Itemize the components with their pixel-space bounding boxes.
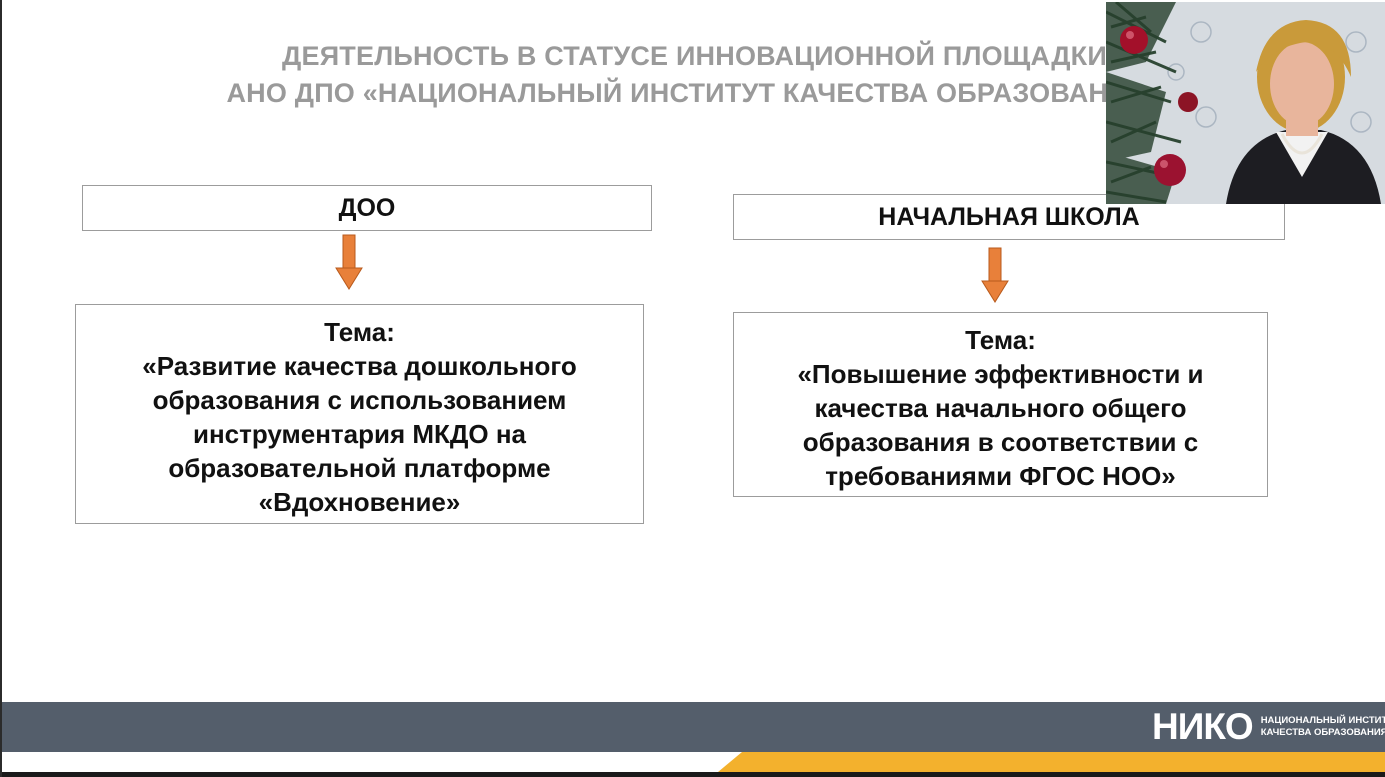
webcam-video-feed [1106, 2, 1385, 204]
slide-title: ДЕЯТЕЛЬНОСТЬ В СТАТУСЕ ИННОВАЦИОННОЙ ПЛО… [2, 38, 1385, 112]
doo-heading-box: ДОО [82, 185, 652, 231]
primary-school-topic-label: Тема: [965, 325, 1036, 355]
bottom-edge [2, 772, 1385, 777]
doo-topic-text: «Развитие качества дошкольного образован… [142, 351, 577, 517]
primary-school-topic-box: Тема: «Повышение эффективности и качеств… [733, 312, 1268, 497]
doo-heading: ДОО [338, 193, 396, 222]
niko-logo-text: НАЦИОНАЛЬНЫЙ ИНСТИТУТ КАЧЕСТВА ОБРАЗОВАН… [1261, 715, 1385, 739]
niko-logo-line-2: КАЧЕСТВА ОБРАЗОВАНИЯ [1260, 727, 1385, 738]
primary-school-heading-box: НАЧАЛЬНАЯ ШКОЛА [733, 194, 1285, 240]
speaker-video-image [1106, 2, 1385, 204]
niko-logo-line-1: НАЦИОНАЛЬНЫЙ ИНСТИТУТ [1260, 715, 1385, 726]
slide-title-line-2: АНО ДПО «НАЦИОНАЛЬНЫЙ ИНСТИТУТ КАЧЕСТВА … [226, 78, 1163, 108]
niko-logo-mark: НИКО [1152, 706, 1254, 747]
primary-school-heading: НАЧАЛЬНАЯ ШКОЛА [878, 202, 1140, 231]
primary-school-topic-text: «Повышение эффективности и качества нача… [797, 359, 1204, 491]
arrow-down-icon [981, 247, 1009, 303]
doo-topic-label: Тема: [324, 317, 395, 347]
doo-topic-box: Тема: «Развитие качества дошкольного обр… [75, 304, 644, 524]
arrow-down-icon [335, 234, 363, 290]
niko-logo: НИКО НАЦИОНАЛЬНЫЙ ИНСТИТУТ КАЧЕСТВА ОБРА… [1152, 706, 1385, 747]
slide-title-line-1: ДЕЯТЕЛЬНОСТЬ В СТАТУСЕ ИННОВАЦИОННОЙ ПЛО… [282, 41, 1107, 71]
footer-bar [2, 702, 1385, 752]
